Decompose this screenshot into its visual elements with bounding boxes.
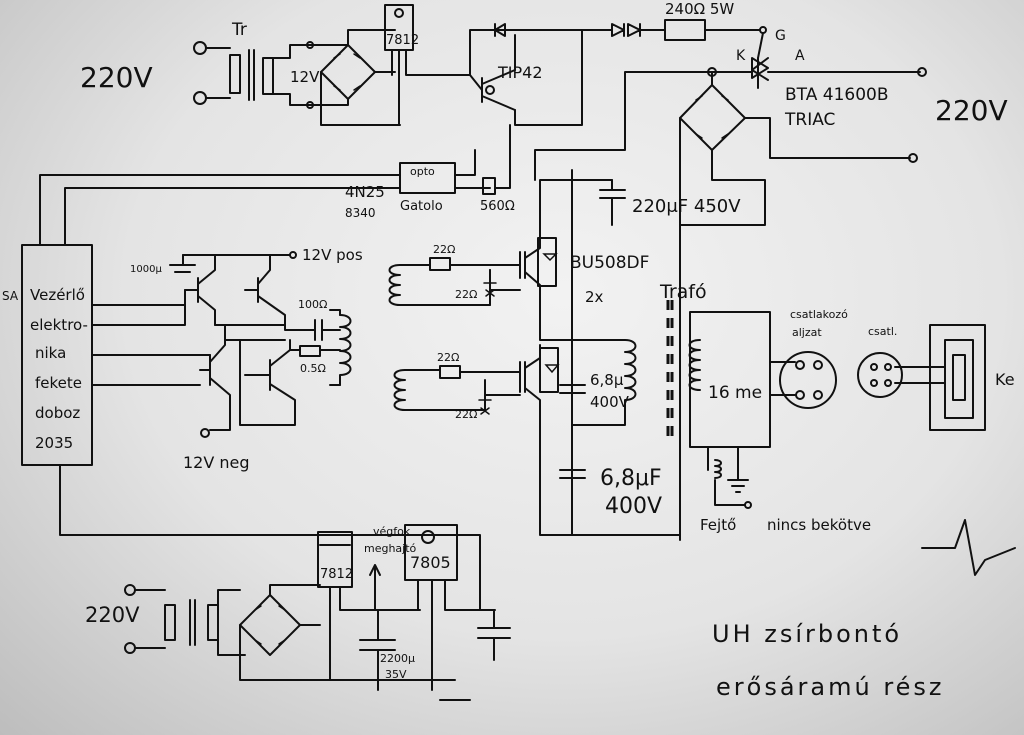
r05-label: 0.5Ω	[300, 362, 326, 375]
trafo-label: Trafó	[659, 281, 707, 303]
cap-220uf-450v	[571, 179, 626, 226]
triac-bta41600b	[534, 32, 927, 181]
plug-label: csatl.	[868, 325, 897, 338]
v12pos-label: 12V pos	[302, 246, 363, 264]
title-line-2: erősáramú rész	[716, 673, 945, 701]
socket	[779, 351, 837, 409]
cap68a-line1: 6,8μ	[590, 371, 624, 389]
gate-a-label: A	[795, 48, 805, 64]
cap68a-line2: 400V	[590, 393, 630, 411]
half-bridge	[388, 169, 681, 541]
bridge-rectifier-right	[679, 71, 918, 226]
fejto-label: Fejtő	[700, 516, 736, 534]
regulator-7812-top	[384, 4, 471, 126]
block-line-6: 2035	[35, 434, 73, 452]
v220-right-label: 220V	[935, 94, 1008, 127]
waveform-sketch	[921, 519, 1016, 576]
opto-label: opto	[410, 165, 435, 178]
driver-stage	[169, 251, 352, 438]
plug-transducer	[857, 324, 986, 431]
r22-label-b: 22Ω	[455, 288, 477, 301]
x2-label: 2x	[585, 288, 604, 306]
socket-label-1: csatlakozó	[790, 308, 848, 321]
v12neg-label: 12V neg	[183, 453, 250, 472]
triac-part-label: BTA 41600B	[785, 85, 889, 105]
socket-label-2: aljzat	[792, 326, 822, 339]
secondary-winding	[688, 311, 796, 509]
r240-label: 240Ω 5W	[665, 0, 734, 18]
ke-label: Ke	[995, 370, 1015, 389]
gatolo-label: Gatolo	[400, 199, 443, 214]
r100-label: 100Ω	[298, 298, 327, 311]
r22-label-c: 22Ω	[437, 351, 459, 364]
bottom-supply	[124, 524, 511, 701]
block-line-4: fekete	[35, 374, 82, 392]
transformer-core	[666, 300, 674, 440]
coil16-label: 16 me	[708, 383, 762, 403]
cap-2200-line2: 35V	[385, 668, 407, 681]
reg-7805-label: 7805	[410, 553, 451, 572]
control-block	[21, 244, 481, 611]
triac-word-label: TRIAC	[784, 110, 835, 130]
opto-part-label: 4N25	[345, 183, 385, 201]
tip42-transistor	[469, 29, 583, 126]
r560-label: 560Ω	[480, 199, 515, 214]
block-edge-label: SA	[2, 289, 19, 303]
v220-left-label: 220V	[80, 61, 153, 94]
cap-1000-label: 1000μ	[130, 264, 162, 275]
opto-num-label: 8340	[345, 206, 376, 220]
r22-label-d: 22Ω	[455, 408, 477, 421]
block-line-3: nika	[35, 344, 66, 362]
optocoupler-4n25	[39, 124, 511, 246]
gate-k-label: K	[736, 48, 746, 64]
title-line-1: UH zsírbontó	[712, 620, 902, 648]
vegfok-line2: meghajtó	[364, 542, 417, 555]
cap68b-line1: 6,8μF	[600, 466, 662, 491]
resistor-240-5w	[664, 19, 767, 41]
v12-label: 12V	[290, 68, 320, 86]
gate-g-label: G	[775, 28, 786, 44]
top-diodes	[494, 23, 666, 37]
nincs-label: nincs bekötve	[767, 516, 871, 534]
cap68b-line2: 400V	[605, 494, 662, 519]
cap-2200-line1: 2200μ	[380, 652, 415, 665]
v220-bottom-label: 220V	[85, 603, 140, 627]
reg-7812-top-label: 7812	[386, 33, 419, 48]
bu508-label: BU508DF	[570, 253, 649, 273]
tip42-label: TIP42	[497, 63, 543, 82]
vegfok-line1: végfok	[373, 525, 411, 538]
mains-input-top	[193, 41, 314, 109]
r22-label-a: 22Ω	[433, 243, 455, 256]
tr-label: Tr	[231, 20, 247, 40]
block-line-2: elektro-	[30, 316, 88, 334]
block-line-1: Vezérlő	[30, 286, 85, 304]
block-line-5: doboz	[35, 404, 80, 422]
reg-7812-bottom-label: 7812	[320, 567, 353, 582]
cap-220-label: 220μF 450V	[632, 196, 741, 217]
